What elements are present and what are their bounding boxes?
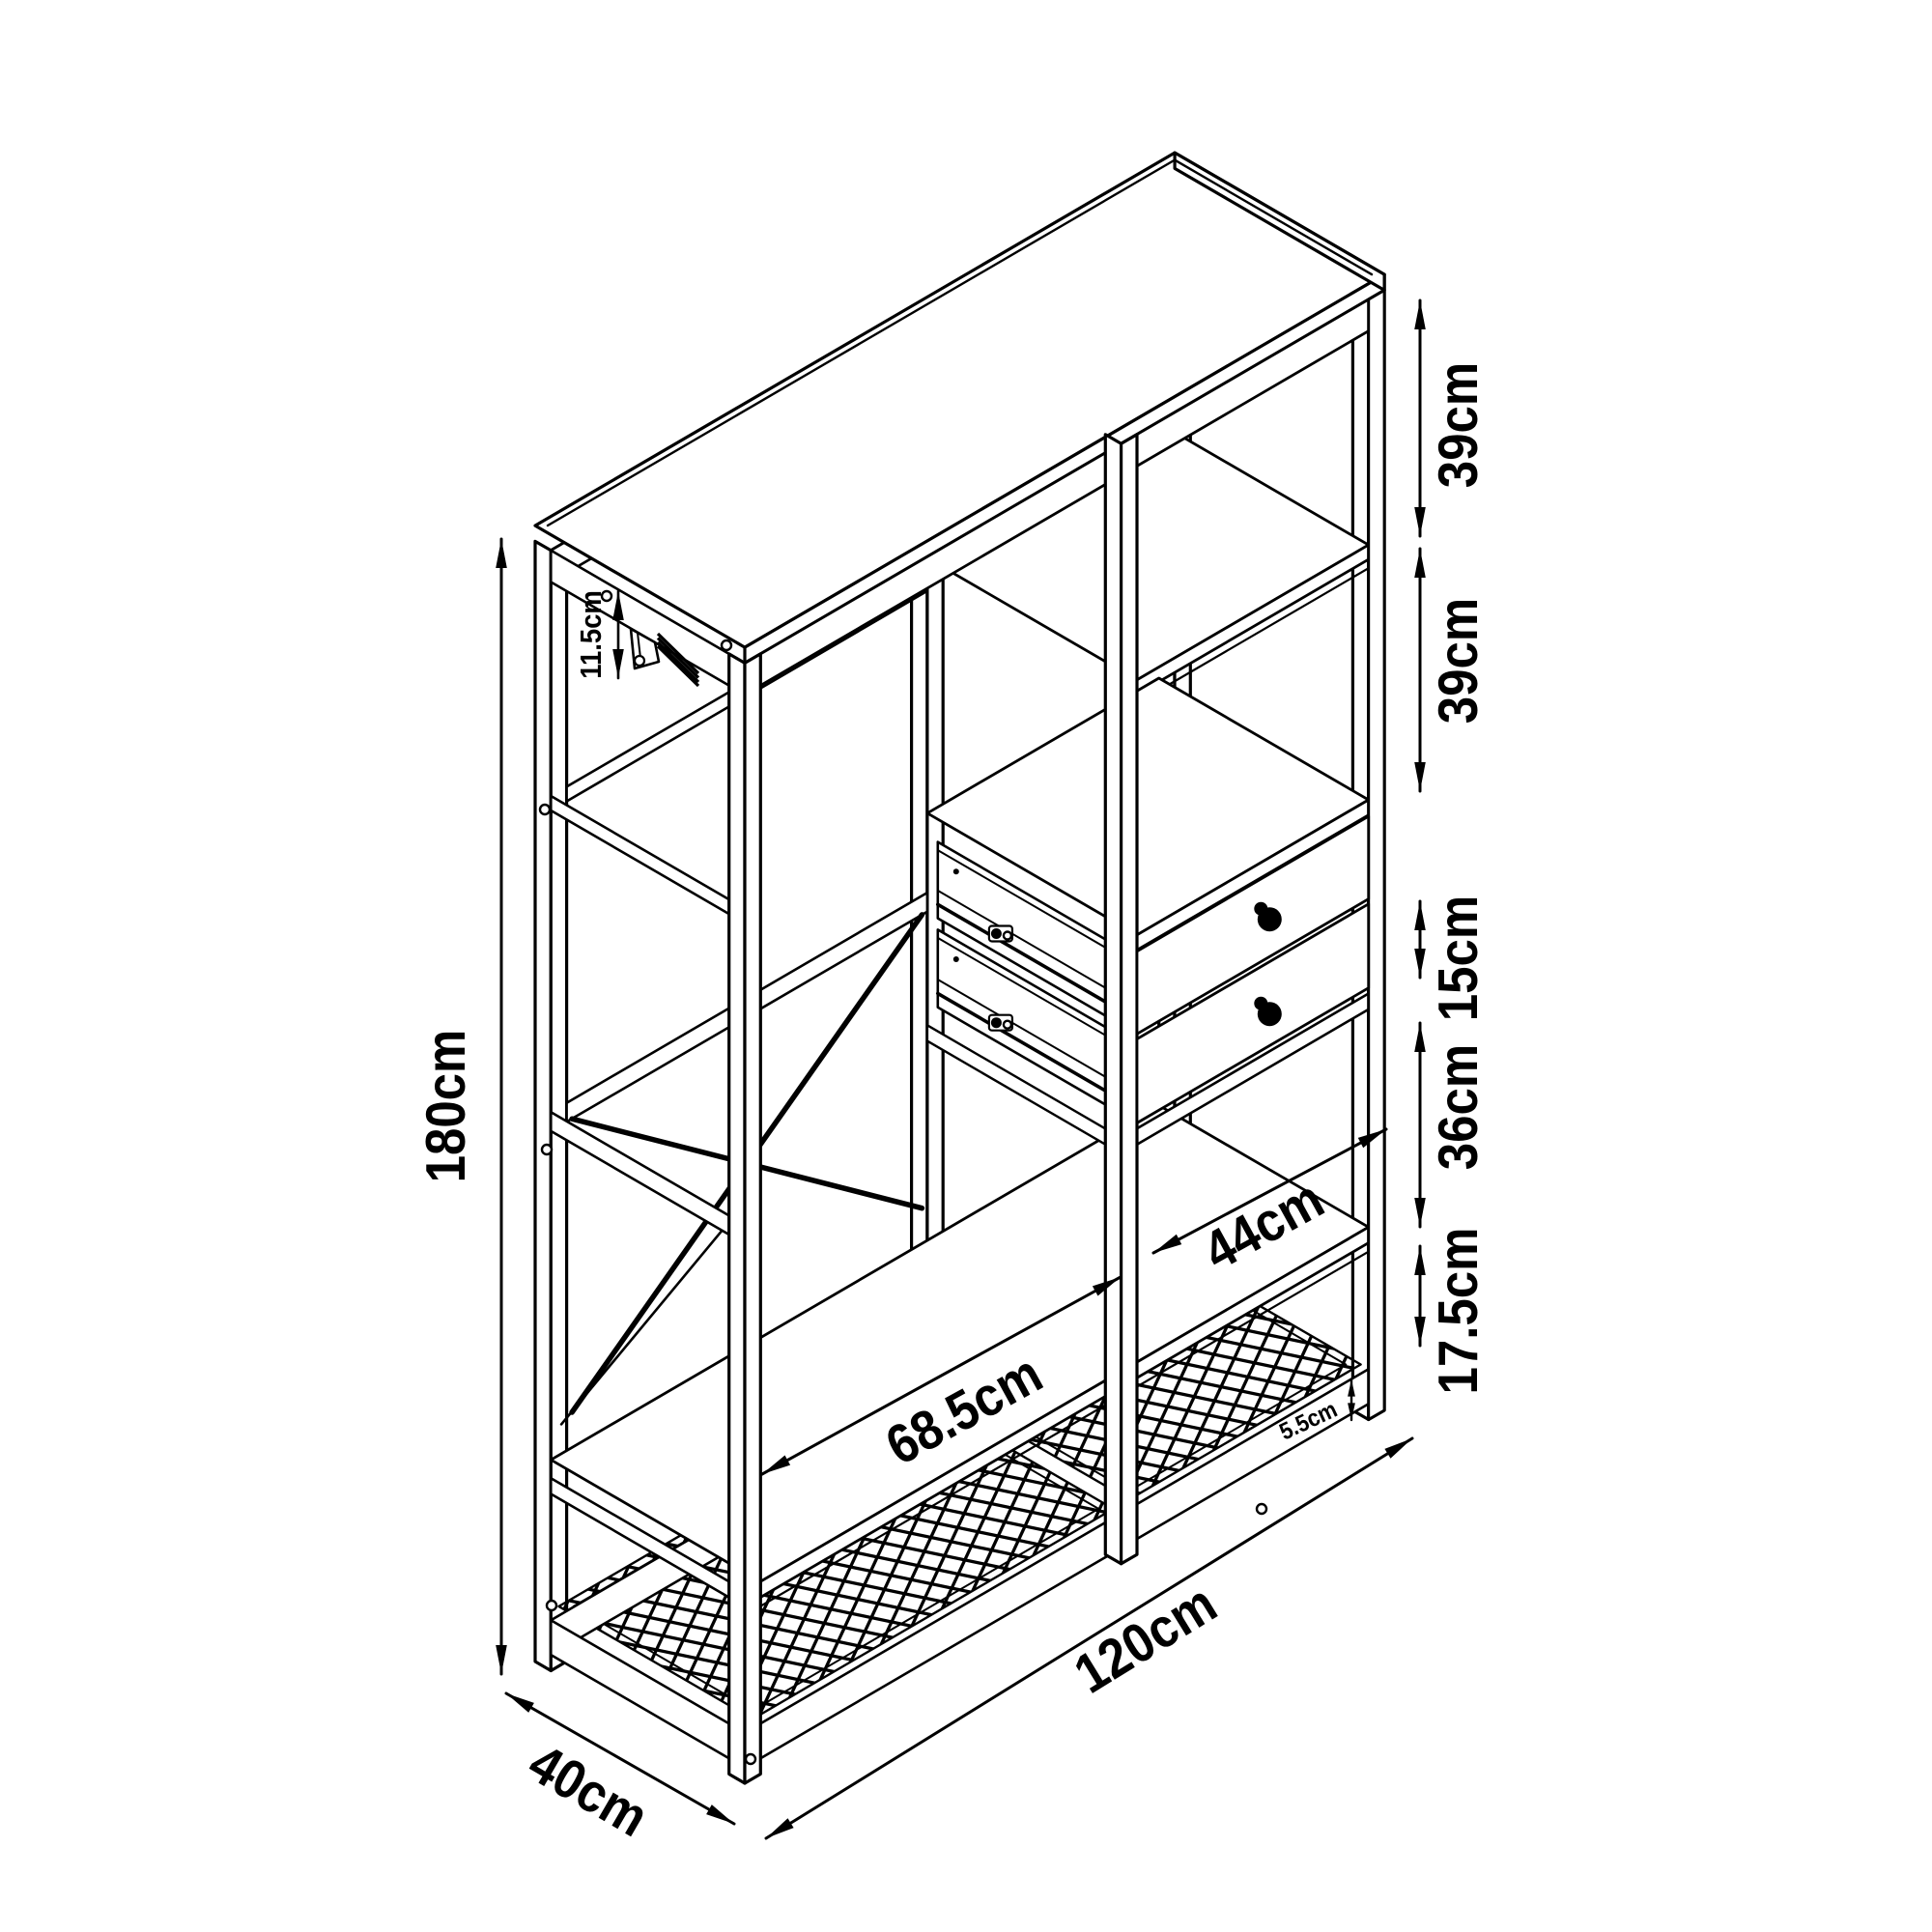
svg-text:180cm: 180cm	[415, 1030, 477, 1183]
svg-text:39cm: 39cm	[1428, 362, 1490, 488]
svg-text:17.5cm: 17.5cm	[1428, 1228, 1490, 1395]
svg-text:11.5cm: 11.5cm	[576, 590, 608, 679]
svg-text:36cm: 36cm	[1428, 1044, 1490, 1170]
svg-text:39cm: 39cm	[1428, 598, 1490, 724]
svg-text:15cm: 15cm	[1428, 895, 1490, 1021]
